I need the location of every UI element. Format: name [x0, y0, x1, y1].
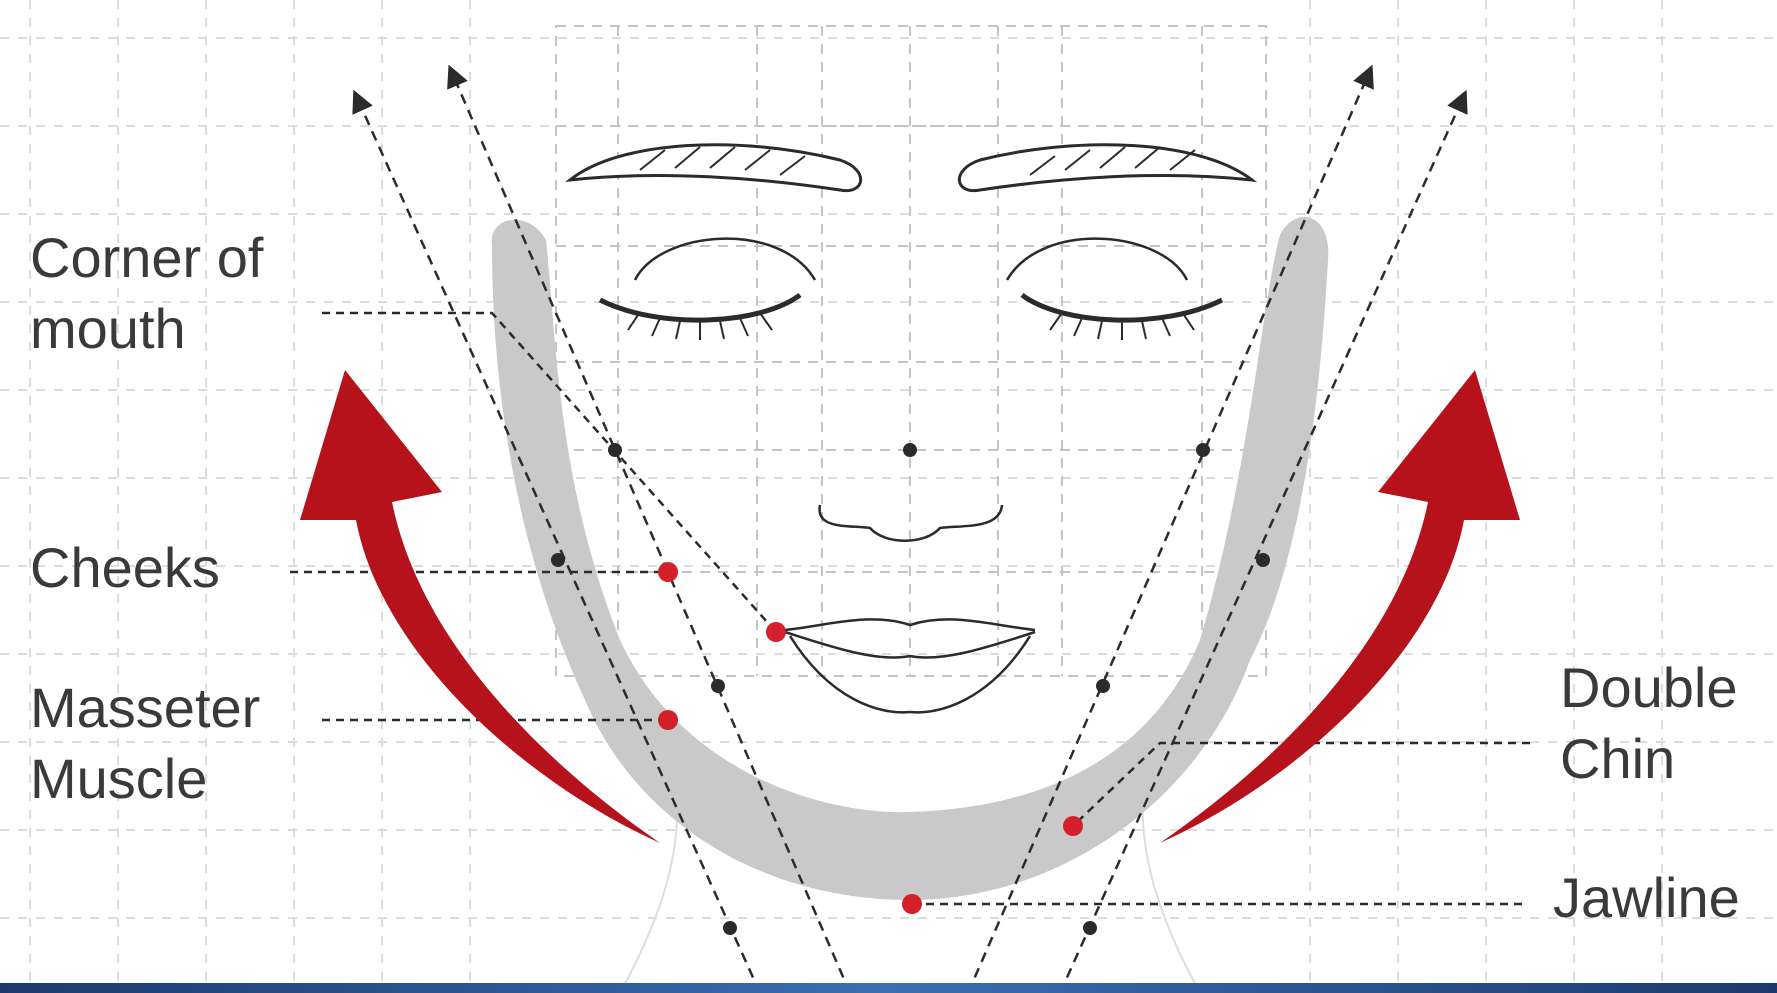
- label-double-chin: Double Chin: [1560, 652, 1737, 794]
- label-jawline: Jawline: [1553, 862, 1740, 933]
- closed-eyes: [600, 239, 1222, 340]
- bottom-blue-bar: [0, 983, 1777, 993]
- label-cheeks: Cheeks: [30, 532, 220, 603]
- cheeks-marker: [658, 562, 678, 582]
- label-double-chin-line-2: Chin: [1560, 723, 1737, 794]
- label-corner-of-mouth-line-1: Corner of: [30, 222, 263, 293]
- masseter-muscle-marker: [658, 710, 678, 730]
- double-chin-marker: [1063, 816, 1083, 836]
- jawline-marker: [902, 894, 922, 914]
- label-corner-of-mouth-line-2: mouth: [30, 293, 263, 364]
- label-masseter-muscle-line-1: Masseter: [30, 672, 260, 743]
- label-masseter-muscle: Masseter Muscle: [30, 672, 260, 814]
- eyebrows: [570, 145, 1252, 191]
- label-double-chin-line-1: Double: [1560, 652, 1737, 723]
- label-corner-of-mouth: Corner of mouth: [30, 222, 263, 364]
- label-masseter-muscle-line-2: Muscle: [30, 743, 260, 814]
- corner-of-mouth-marker: [766, 622, 786, 642]
